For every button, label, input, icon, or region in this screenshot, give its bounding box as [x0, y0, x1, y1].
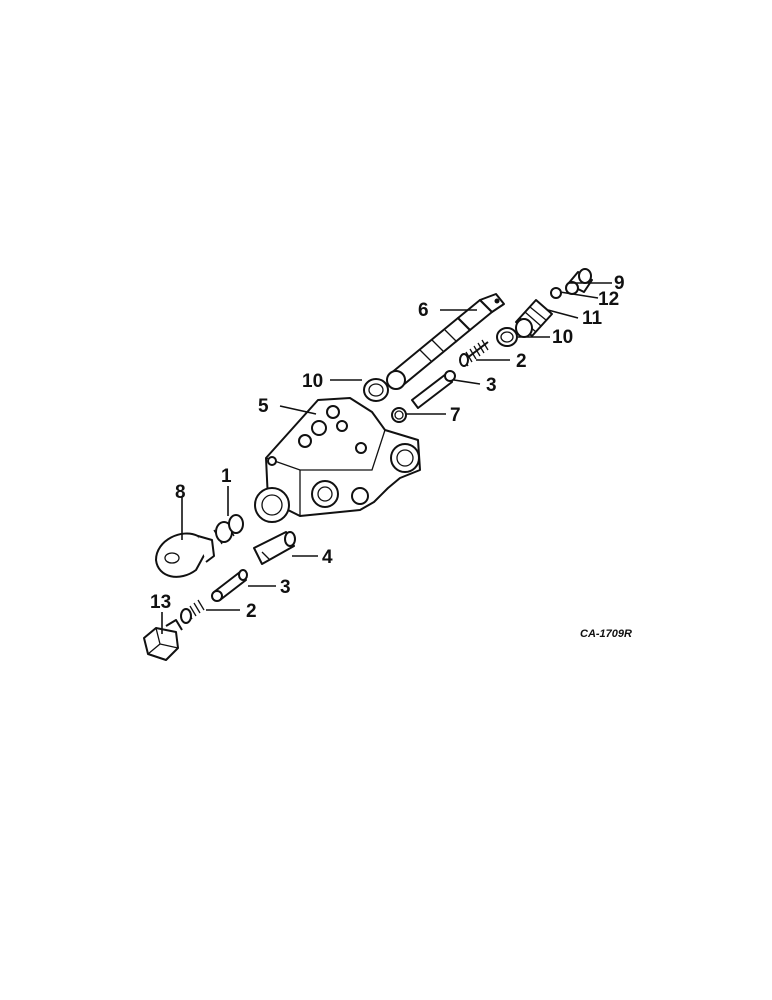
figure-code: CA-1709R: [580, 628, 632, 640]
plug: [565, 268, 593, 295]
callout-12: 12: [598, 289, 619, 310]
callout-2-lower: 2: [246, 601, 257, 622]
upper-spring: [459, 339, 489, 367]
callout-11: 11: [582, 308, 603, 329]
callout-4: 4: [322, 547, 333, 568]
washer: [550, 287, 562, 299]
upper-plunger: [411, 370, 456, 409]
callout-labels: 9 12 11 10 2 3 7 6 10 5 1 8 4 3 2 13: [150, 273, 625, 622]
callout-6: 6: [418, 300, 429, 321]
lower-spring-small: [180, 599, 205, 624]
callout-3-lower: 3: [280, 577, 291, 598]
o-ring-left: [363, 378, 389, 402]
callout-5: 5: [258, 396, 269, 417]
o-ring-upper: [496, 327, 518, 347]
o-ring-small: [391, 407, 407, 423]
relief-valve: [515, 299, 553, 338]
leader-lines: [161, 282, 612, 634]
lower-spring-large: [213, 514, 244, 545]
callout-9: 9: [614, 273, 625, 294]
callout-13: 13: [150, 592, 171, 613]
lower-plunger: [211, 569, 248, 602]
callout-10-right: 10: [552, 327, 573, 348]
callout-2-upper: 2: [516, 351, 527, 372]
callout-10-left: 10: [302, 371, 323, 392]
drain-plug: [143, 619, 183, 661]
sleeve: [253, 531, 296, 565]
callout-8: 8: [175, 482, 186, 503]
callout-7: 7: [450, 405, 461, 426]
spool: [386, 293, 505, 390]
callout-3-upper: 3: [486, 375, 497, 396]
valve-body: [254, 397, 421, 523]
callout-1: 1: [221, 466, 232, 487]
end-cap: [155, 532, 215, 578]
